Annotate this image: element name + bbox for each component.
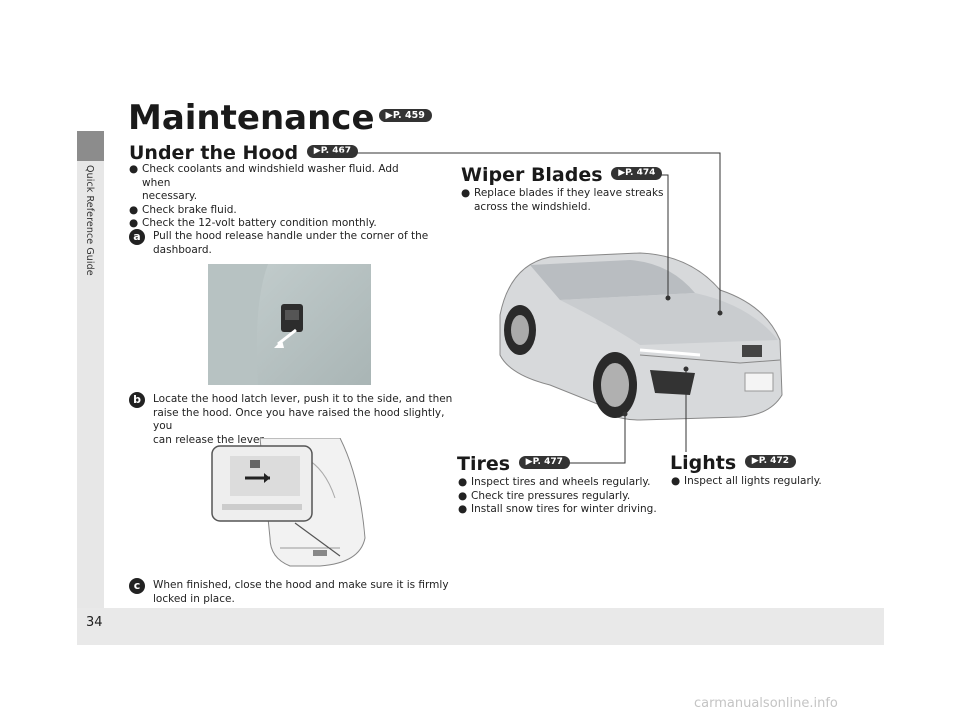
page-title: Maintenance▶P. 459 (128, 98, 432, 138)
under-hood-bullets: ●Check coolants and windshield washer fl… (129, 163, 429, 231)
lights-page-ref[interactable]: ▶P. 472 (744, 455, 796, 468)
wiper-page-ref[interactable]: ▶P. 474 (611, 167, 663, 180)
lights-bullets: ●Inspect all lights regularly. (671, 475, 841, 489)
hood-latch-illustration (210, 437, 370, 568)
list-item: ●Check tire pressures regularly. (458, 489, 631, 502)
list-item: ●Check the 12-volt battery condition mon… (129, 217, 377, 229)
sidebar-tab[interactable] (77, 131, 104, 161)
step-c: c When finished, close the hood and make… (129, 578, 449, 609)
list-item: ●Check coolants and windshield washer fl… (129, 163, 399, 189)
list-item: ●Replace blades if they leave streaks (461, 187, 664, 199)
page-title-text: Maintenance (128, 98, 375, 138)
title-page-ref[interactable]: ▶P. 459 (378, 109, 432, 122)
footer-bar (77, 608, 884, 645)
step-a-marker: a (129, 229, 145, 245)
list-item-cont: across the windshield. (474, 200, 591, 213)
step-a: a Pull the hood release handle under the… (129, 229, 449, 260)
step-b: b Locate the hood latch lever, push it t… (129, 392, 459, 446)
page-number: 34 (86, 615, 103, 630)
list-item: ●Inspect tires and wheels regularly. (458, 476, 651, 488)
under-hood-page-ref[interactable]: ▶P. 467 (306, 145, 358, 158)
tires-bullets: ●Inspect tires and wheels regularly. ●Ch… (458, 476, 668, 517)
car-illustration (490, 245, 790, 430)
tires-heading: Tires ▶P. 477 (457, 453, 570, 475)
sidebar-strip (77, 131, 104, 645)
step-b-marker: b (129, 392, 145, 408)
step-c-marker: c (129, 578, 145, 594)
list-item: ●Install snow tires for winter driving. (458, 503, 657, 515)
lights-heading: Lights ▶P. 472 (670, 452, 796, 474)
wiper-bullets: ●Replace blades if they leave streaks ac… (461, 187, 671, 214)
list-item: ●Check brake fluid. (129, 203, 237, 216)
list-item-cont: necessary. (142, 190, 198, 202)
list-item: ●Inspect all lights regularly. (671, 475, 822, 487)
wiper-heading: Wiper Blades ▶P. 474 (461, 164, 663, 186)
under-hood-heading: Under the Hood ▶P. 467 (129, 142, 358, 164)
hood-release-photo (208, 264, 371, 385)
watermark: carmanualsonline.info (694, 696, 838, 711)
sidebar-label: Quick Reference Guide (84, 165, 95, 276)
tires-page-ref[interactable]: ▶P. 477 (518, 456, 570, 469)
